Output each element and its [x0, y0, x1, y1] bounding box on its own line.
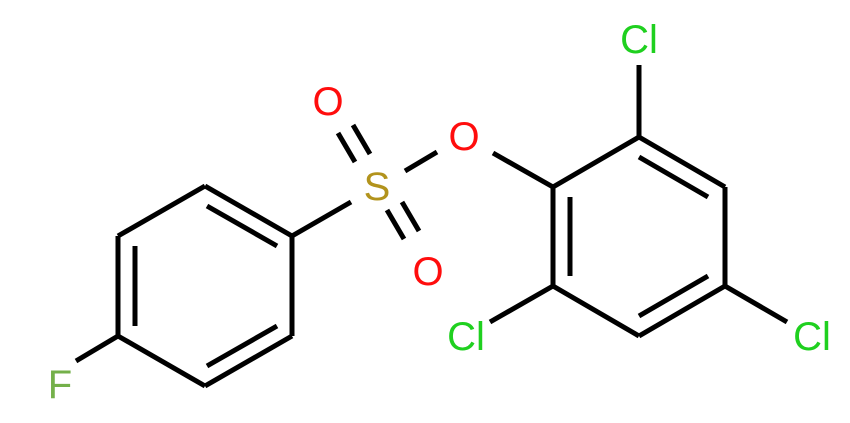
atom-chlorine-top: Cl [620, 18, 658, 62]
atom-fluorine: F [48, 363, 72, 407]
atom-oxygen-ester: O [448, 115, 479, 159]
atom-sulfur: S [364, 165, 391, 209]
atom-chlorine-left: Cl [447, 315, 485, 359]
atom-oxygen-top: O [312, 80, 343, 124]
bonds [74, 65, 789, 389]
atom-chlorine-right: Cl [793, 315, 831, 359]
atom-oxygen-bottom: O [412, 250, 443, 294]
atom-labels: F S O O O Cl Cl Cl [48, 18, 831, 407]
